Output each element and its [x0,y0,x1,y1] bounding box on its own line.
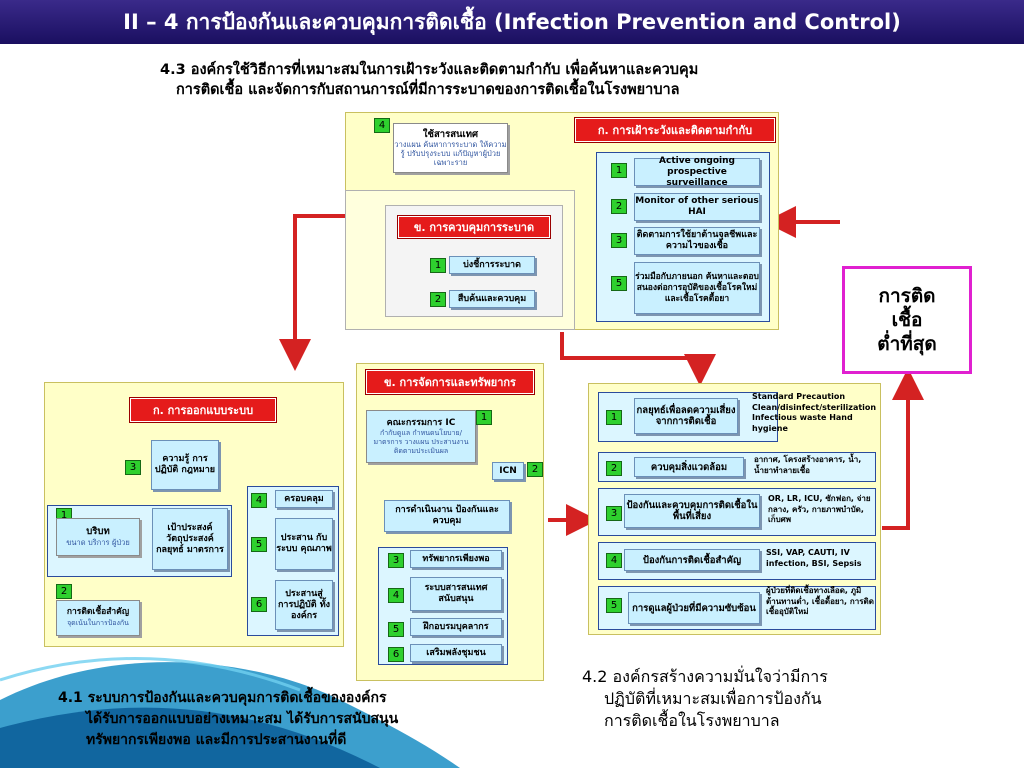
outbreak-item-1-num: 1 [430,258,446,273]
heading-4-1-line1: ระบบการป้องกันและควบคุมการติดเชื้อขององค… [87,690,387,706]
design-header: ก. การออกแบบระบบ [130,398,276,422]
heading-4-2-line1: องค์กรสร้างความมั่นใจว่ามีการ [612,667,828,686]
prev-3-num: 3 [606,506,622,521]
committee-num: 1 [476,410,492,425]
surv-item-5-num: 5 [611,276,627,291]
outbreak-item-2-num: 2 [430,292,446,307]
prev-4: ป้องกันการติดเชื้อสำคัญ [624,549,760,571]
design-context-label: บริบท [86,526,110,537]
design-knowledge: ความรู้ การปฏิบัติ กฎหมาย [151,440,219,490]
surv-item-1-num: 1 [611,163,627,178]
res-item-4-num: 4 [388,588,404,603]
scope-2: ประสาน กับระบบ คุณภาพ [275,518,333,570]
info-title: ใช้สารสนเทศ [422,129,479,140]
info-desc: วางแผน ค้นหาการระบาด ให้ความรู้ ปรับปรุง… [394,140,507,167]
scope-2-num: 5 [251,537,267,552]
heading-4-3-num: 4.3 [160,62,186,78]
res-item-3-num: 3 [388,553,404,568]
surv-item-3: ติดตามการใช้ยาต้านจุลชีพและความไวของเชื้… [634,227,760,255]
design-key-num: 2 [56,584,72,599]
prev-4-note: SSI, VAP, CAUTI, IV infection, BSI, Seps… [766,548,862,568]
arrow-surveillance-to-prevention [560,332,716,386]
prev-3-note: OR, LR, ICU, ซักฟอก, จ่ายกลาง, ครัว, กาย… [768,494,871,524]
surv-item-2: Monitor of other serious HAI [634,193,760,221]
prev-2-note: อากาศ, โครงสร้างอาคาร, น้ำ, น้ำยาทำลายเช… [754,455,862,475]
res-item-5-num: 5 [388,622,404,637]
resources-header: ข. การจัดการและทรัพยากร [366,370,534,394]
prev-3: ป้องกันและควบคุมการติดเชื้อในพื้นที่เสี่… [624,494,760,528]
prev-1: กลยุทธ์เพื่อลดความเสี่ยงจากการติดเชื้อ [634,398,738,434]
design-knowledge-num: 3 [125,460,141,475]
committee-desc: กำกับดูแล กำหนดนโยบาย/มาตรการ วางแผน ประ… [373,428,469,455]
goal-line1: การติด [878,285,936,307]
heading-4-2-line3: การติดเชื้อในโรงพยาบาล [604,711,780,730]
design-objectives: เป้าประสงค์ วัตถุประสงค์ กลยุทธ์ มาตรการ [152,508,228,570]
info-num: 4 [374,118,390,133]
goal-box: การติด เชื้อ ต่ำที่สุด [842,266,972,374]
page-title: II – 4 การป้องกันและควบคุมการติดเชื้อ (I… [0,0,1024,44]
arrow-prevention-to-goal [882,368,924,530]
info-card: ใช้สารสนเทศ วางแผน ค้นหาการระบาด ให้ความ… [393,123,508,173]
res-item-3: ทรัพยากรเพียงพอ [410,550,502,568]
heading-4-3: 4.3 องค์กรใช้วิธีการที่เหมาะสมในการเฝ้าร… [160,60,920,100]
goal-line3: ต่ำที่สุด [877,333,937,355]
design-key-label: การติดเชื้อสำคัญ [66,607,130,617]
prev-4-num: 4 [606,553,622,568]
res-item-6-num: 6 [388,647,404,662]
heading-4-2-num: 4.2 [582,667,608,686]
heading-4-3-line1: องค์กรใช้วิธีการที่เหมาะสมในการเฝ้าระวัง… [190,62,699,78]
scope-3: ประสานสู่ การปฏิบัติ ทั้งองค์กร [275,580,333,630]
goal-line2: เชื้อ [891,309,923,331]
res-item-5: ฝึกอบรมบุคลากร [410,618,502,636]
surv-item-2-num: 2 [611,199,627,214]
scope-3-num: 6 [251,597,267,612]
outbreak-item-2: สืบค้นและควบคุม [449,290,535,308]
res-item-4: ระบบสารสนเทศ สนับสนุน [410,577,502,611]
scope-1: ครอบคลุม [275,490,333,508]
surveillance-header: ก. การเฝ้าระวังและติดตามกำกับ [575,118,775,142]
committee-card: คณะกรรมการ IC กำกับดูแล กำหนดนโยบาย/มาตร… [366,410,476,463]
res-item-6: เสริมพลังชุมชน [410,644,502,662]
prev-1-num: 1 [606,410,622,425]
prev-5-note: ผู้ป่วยที่ติดเชื้อทางเลือด, ภูมิต้านทานต… [766,586,874,616]
committee-title: คณะกรรมการ IC [386,417,456,428]
prev-2-num: 2 [606,461,622,476]
operation-card: การดำเนินงาน ป้องกันและควบคุม [384,500,510,532]
icn-num: 2 [527,462,543,477]
heading-4-1: 4.1 ระบบการป้องกันและควบคุมการติดเชื้อขอ… [58,688,578,751]
heading-4-2: 4.2 องค์กรสร้างความมั่นใจว่ามีการ ปฏิบัต… [582,666,1002,732]
design-context: บริบท ขนาด บริการ ผู้ป่วย [56,518,140,556]
surv-item-1: Active ongoing prospective surveillance [634,156,760,188]
surv-item-5: ร่วมมือกับภายนอก ค้นหาและตอบสนองต่อการอุ… [634,262,760,314]
design-key-desc: จุดเน้นในการป้องกัน [67,619,129,627]
icn-card: ICN [492,462,524,480]
arrow-to-design [279,214,345,371]
design-key-infection: การติดเชื้อสำคัญ จุดเน้นในการป้องกัน [56,600,140,636]
heading-4-3-line2: การติดเชื้อ และจัดการกับสถานการณ์ที่มีกา… [176,82,680,98]
prev-1-note: Standard Precaution Clean/disinfect/ster… [752,392,877,433]
surv-item-3-num: 3 [611,233,627,248]
heading-4-2-line2: ปฏิบัติที่เหมาะสมเพื่อการป้องกัน [604,689,822,708]
prev-2: ควบคุมสิ่งแวดล้อม [634,457,744,477]
heading-4-1-line3: ทรัพยากรเพียงพอ และมีการประสานงานที่ดี [86,732,347,748]
heading-4-1-line2: ได้รับการออกแบบอย่างเหมาะสม ได้รับการสนั… [86,711,399,727]
outbreak-header: ข. การควบคุมการระบาด [398,216,550,238]
design-context-desc: ขนาด บริการ ผู้ป่วย [66,538,130,547]
prev-5: การดูแลผู้ป่วยที่มีความซับซ้อน [628,592,760,624]
scope-1-num: 4 [251,493,267,508]
prev-5-num: 5 [606,598,622,613]
heading-4-1-num: 4.1 [58,690,83,706]
outbreak-item-1: บ่งชี้การระบาด [449,256,535,274]
